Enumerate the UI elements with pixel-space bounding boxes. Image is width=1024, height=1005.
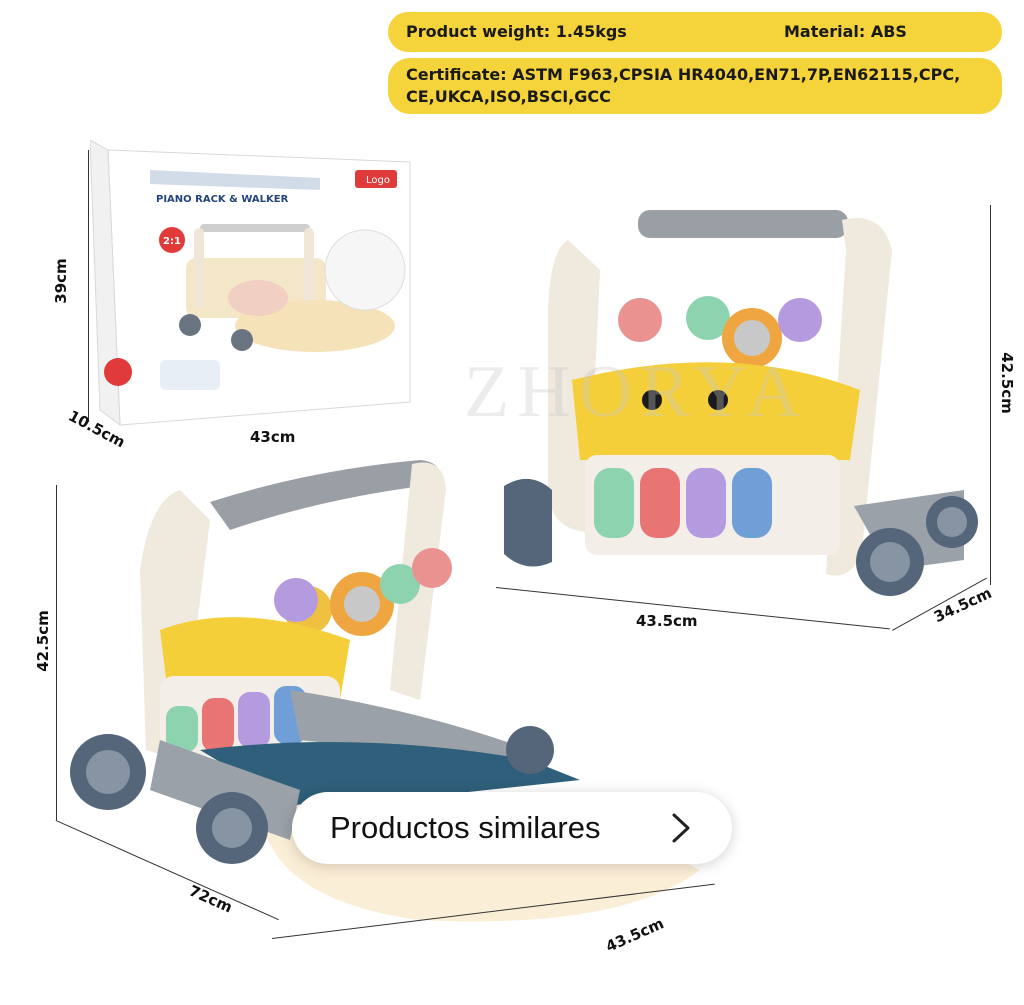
svg-text:2:1: 2:1 [163, 236, 181, 247]
front-height-label: 42.5cm [998, 352, 1016, 414]
watermark-text: ZHORYA [464, 351, 809, 433]
play-height-label: 42.5cm [34, 610, 52, 672]
play-height-line [56, 485, 57, 820]
box-height-line [88, 150, 89, 422]
walker-front-image [490, 190, 990, 620]
chevron-right-icon [666, 812, 696, 844]
box-width-label: 43cm [250, 428, 296, 446]
certificate-label: Certificate: ASTM F963,CPSIA HR4040,EN71… [406, 65, 961, 106]
box-title: PIANO RACK & WALKER [156, 194, 289, 205]
box-logo-label: Logo [366, 175, 390, 186]
front-width-label: 43.5cm [636, 612, 698, 630]
certificate-bar: Certificate: ASTM F963,CPSIA HR4040,EN71… [388, 58, 1002, 114]
similar-products-button[interactable]: Productos similares [292, 792, 732, 864]
product-box-image: Logo PIANO RACK & WALKER 2:1 [89, 139, 420, 430]
front-height-line [990, 205, 991, 585]
material-label: Material: ABS [784, 22, 907, 41]
product-weight-label: Product weight: 1.45kgs [406, 22, 627, 41]
box-height-label: 39cm [52, 258, 70, 304]
similar-products-label: Productos similares [330, 810, 601, 845]
product-info-bar: Product weight: 1.45kgs Material: ABS [388, 12, 1002, 52]
